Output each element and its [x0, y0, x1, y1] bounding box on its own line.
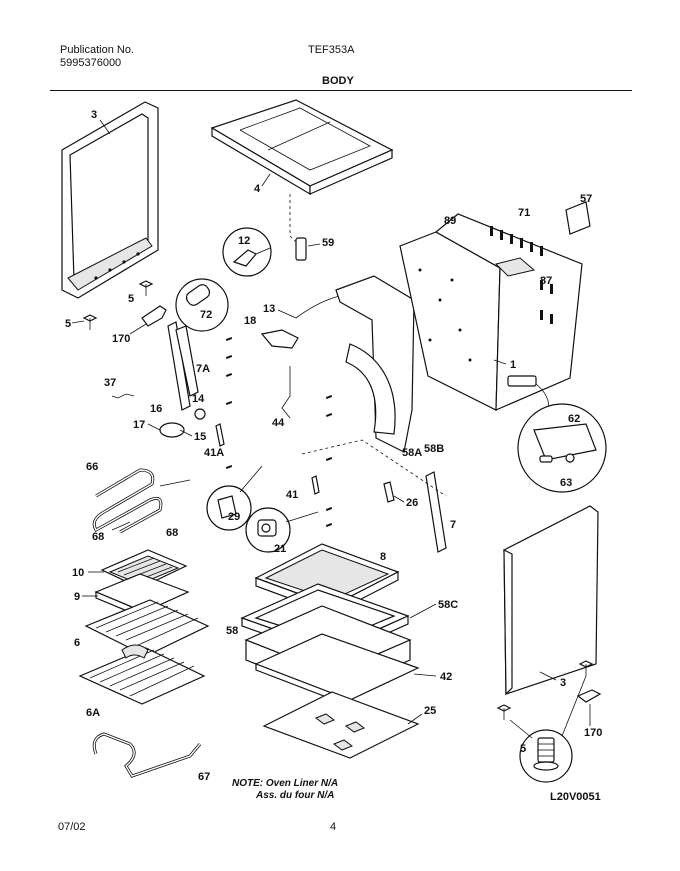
callout-17: 17: [133, 419, 145, 431]
footer-date: 07/02: [58, 821, 86, 833]
callout-6: 6: [74, 637, 80, 649]
callout-63: 63: [560, 477, 572, 489]
callout-68-b: 68: [166, 527, 178, 539]
floor-panel-25: [262, 691, 420, 759]
callout-25: 25: [424, 705, 436, 717]
page-number: 4: [330, 821, 336, 833]
top-panel: [210, 99, 394, 196]
callout-58B: 58B: [424, 443, 444, 455]
callout-67: 67: [198, 771, 210, 783]
callout-5-c: 5: [520, 743, 526, 755]
callout-170-left: 170: [112, 333, 130, 345]
callout-44: 44: [272, 417, 285, 429]
callout-41: 41: [286, 489, 298, 501]
callout-66: 66: [86, 461, 98, 473]
callout-7A: 7A: [196, 363, 210, 375]
oven-rack-6A: [78, 644, 206, 705]
callout-7: 7: [450, 519, 456, 531]
callout-89: 89: [444, 215, 456, 227]
callout-68-a: 68: [92, 531, 104, 543]
oven-rack-6: [84, 599, 210, 657]
callout-87: 87: [540, 275, 552, 287]
publication-number: 5995376000: [60, 57, 122, 69]
publication-label: Publication No.: [60, 44, 134, 56]
callout-5-a: 5: [128, 293, 134, 305]
section-title: BODY: [322, 75, 354, 87]
callout-26: 26: [406, 497, 418, 509]
callout-59: 59: [322, 237, 334, 249]
bake-element: [92, 732, 202, 778]
callout-58: 58: [226, 625, 238, 637]
callout-57: 57: [580, 193, 592, 205]
callout-10: 10: [72, 567, 84, 579]
note-oven-liner-fr: Ass. du four N/A: [255, 790, 334, 801]
callout-21: 21: [274, 543, 286, 555]
callout-14: 14: [192, 393, 205, 405]
header-divider: [50, 90, 632, 91]
callout-1: 1: [510, 359, 516, 371]
broil-element: [92, 468, 191, 534]
callout-72: 72: [200, 309, 212, 321]
callout-42: 42: [440, 671, 452, 683]
callout-58C: 58C: [438, 599, 458, 611]
callout-6A: 6A: [86, 707, 100, 719]
note-oven-liner: NOTE: Oven Liner N/A: [232, 778, 338, 789]
front-frame: [335, 275, 415, 453]
callout-8: 8: [380, 551, 386, 563]
callout-12: 12: [238, 235, 250, 247]
callout-170-right: 170: [584, 727, 602, 739]
callout-15: 15: [194, 431, 206, 443]
cabinet-body: [399, 213, 583, 411]
callout-37: 37: [104, 377, 116, 389]
callout-58A: 58A: [402, 447, 422, 459]
bracket-170-left-icon: [141, 305, 167, 327]
callout-13: 13: [263, 303, 275, 315]
callout-4: 4: [254, 183, 261, 195]
callout-62: 62: [568, 413, 580, 425]
callout-3-right: 3: [560, 677, 566, 689]
callout-9: 9: [74, 591, 80, 603]
callout-16: 16: [150, 403, 162, 415]
callout-41A: 41A: [204, 447, 224, 459]
callout-5-b: 5: [65, 318, 71, 330]
callout-71: 71: [518, 207, 530, 219]
callout-18: 18: [244, 315, 256, 327]
callout-3-left: 3: [91, 109, 97, 121]
model-number: TEF353A: [308, 44, 355, 56]
callout-29: 29: [228, 511, 240, 523]
drawing-code: L20V0051: [550, 791, 601, 803]
screw-icon: [82, 280, 154, 330]
label-plate-57-icon: [565, 201, 591, 235]
side-panel-right: [503, 505, 599, 696]
side-panel-left: [61, 101, 159, 299]
hinge-bracket-7A-icon: [167, 321, 199, 411]
